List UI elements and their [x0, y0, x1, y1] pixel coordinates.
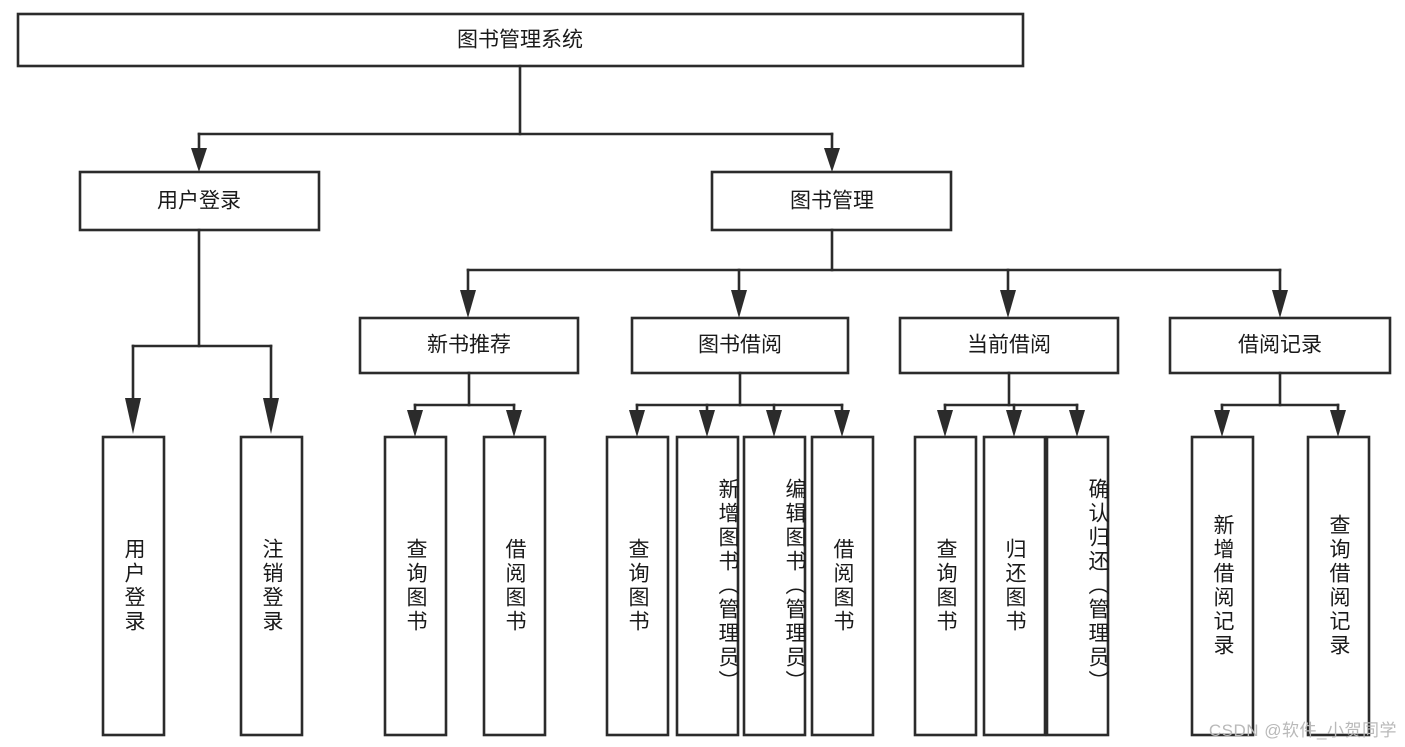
node-new-book-recommend-label: 新书推荐	[427, 334, 511, 357]
arrowhead-book-borrow	[731, 290, 747, 318]
leaf-box-borrow-book-2[interactable]	[810, 435, 875, 737]
leaf-box-return-book[interactable]	[982, 435, 1047, 737]
node-book-borrow-label: 图书借阅	[698, 334, 782, 357]
node-book-borrow[interactable]: 图书借阅	[630, 316, 850, 375]
node-user-login-label: 用户登录	[157, 190, 241, 213]
node-current-borrow-label: 当前借阅	[967, 334, 1051, 357]
arrowhead-leaf-query-book-1	[407, 410, 423, 437]
arrowhead-borrow-record	[1272, 290, 1288, 318]
node-root-label: 图书管理系统	[457, 29, 583, 52]
arrowhead-leaf-borrow-book-2	[834, 410, 850, 437]
leaf-box-add-record[interactable]	[1190, 435, 1255, 737]
node-new-book-recommend[interactable]: 新书推荐	[358, 316, 580, 375]
node-borrow-record-box[interactable]	[1168, 316, 1392, 375]
node-root-box[interactable]	[16, 12, 1025, 68]
leaf-box-query-record[interactable]	[1306, 435, 1371, 737]
arrowhead-leaf-add-record	[1214, 410, 1230, 437]
node-book-manage-box[interactable]	[710, 170, 953, 232]
leaf-box-borrow-book-1[interactable]	[482, 435, 547, 737]
node-current-borrow-box[interactable]	[898, 316, 1120, 375]
arrowhead-leaf-borrow-book-1	[506, 410, 522, 437]
node-book-manage[interactable]: 图书管理	[710, 170, 953, 232]
leaf-box-add-book[interactable]	[675, 435, 740, 737]
arrowhead-new-book-recommend	[460, 290, 476, 318]
arrowhead-leaf-confirm-return	[1069, 410, 1085, 437]
arrowhead-book-manage	[824, 148, 840, 172]
arrowhead-leaf-query-book-3	[937, 410, 953, 437]
node-borrow-record[interactable]: 借阅记录	[1168, 316, 1392, 375]
node-root[interactable]: 图书管理系统	[16, 12, 1025, 68]
node-current-borrow[interactable]: 当前借阅	[898, 316, 1120, 375]
leaf-box-confirm-return[interactable]	[1045, 435, 1110, 737]
arrowhead-leaf-edit-book	[766, 410, 782, 437]
node-book-borrow-box[interactable]	[630, 316, 850, 375]
arrowhead-leaf-query-record	[1330, 410, 1346, 437]
leaf-box-logout-login[interactable]	[239, 435, 304, 737]
leaf-box-query-book-1[interactable]	[383, 435, 448, 737]
arrowhead-user-login	[191, 148, 207, 172]
csdn-watermark: CSDN @软件_小贺同学	[1208, 721, 1397, 740]
leaf-box-query-book-3[interactable]	[913, 435, 978, 737]
node-book-manage-label: 图书管理	[790, 190, 874, 213]
arrowhead-leaf-query-book-2	[629, 410, 645, 437]
node-new-book-recommend-box[interactable]	[358, 316, 580, 375]
leaf-box-user-login[interactable]	[101, 435, 166, 737]
leaf-box-query-book-2[interactable]	[605, 435, 670, 737]
arrowhead-current-borrow	[1000, 290, 1016, 318]
arrowhead-leaf-user-login	[125, 398, 141, 434]
leaf-box-edit-book[interactable]	[742, 435, 807, 737]
arrowhead-leaf-add-book	[699, 410, 715, 437]
node-borrow-record-label: 借阅记录	[1238, 334, 1322, 357]
arrowhead-leaf-return-book	[1006, 410, 1022, 437]
node-user-login[interactable]: 用户登录	[78, 170, 321, 232]
arrowhead-leaf-logout-login	[263, 398, 279, 434]
